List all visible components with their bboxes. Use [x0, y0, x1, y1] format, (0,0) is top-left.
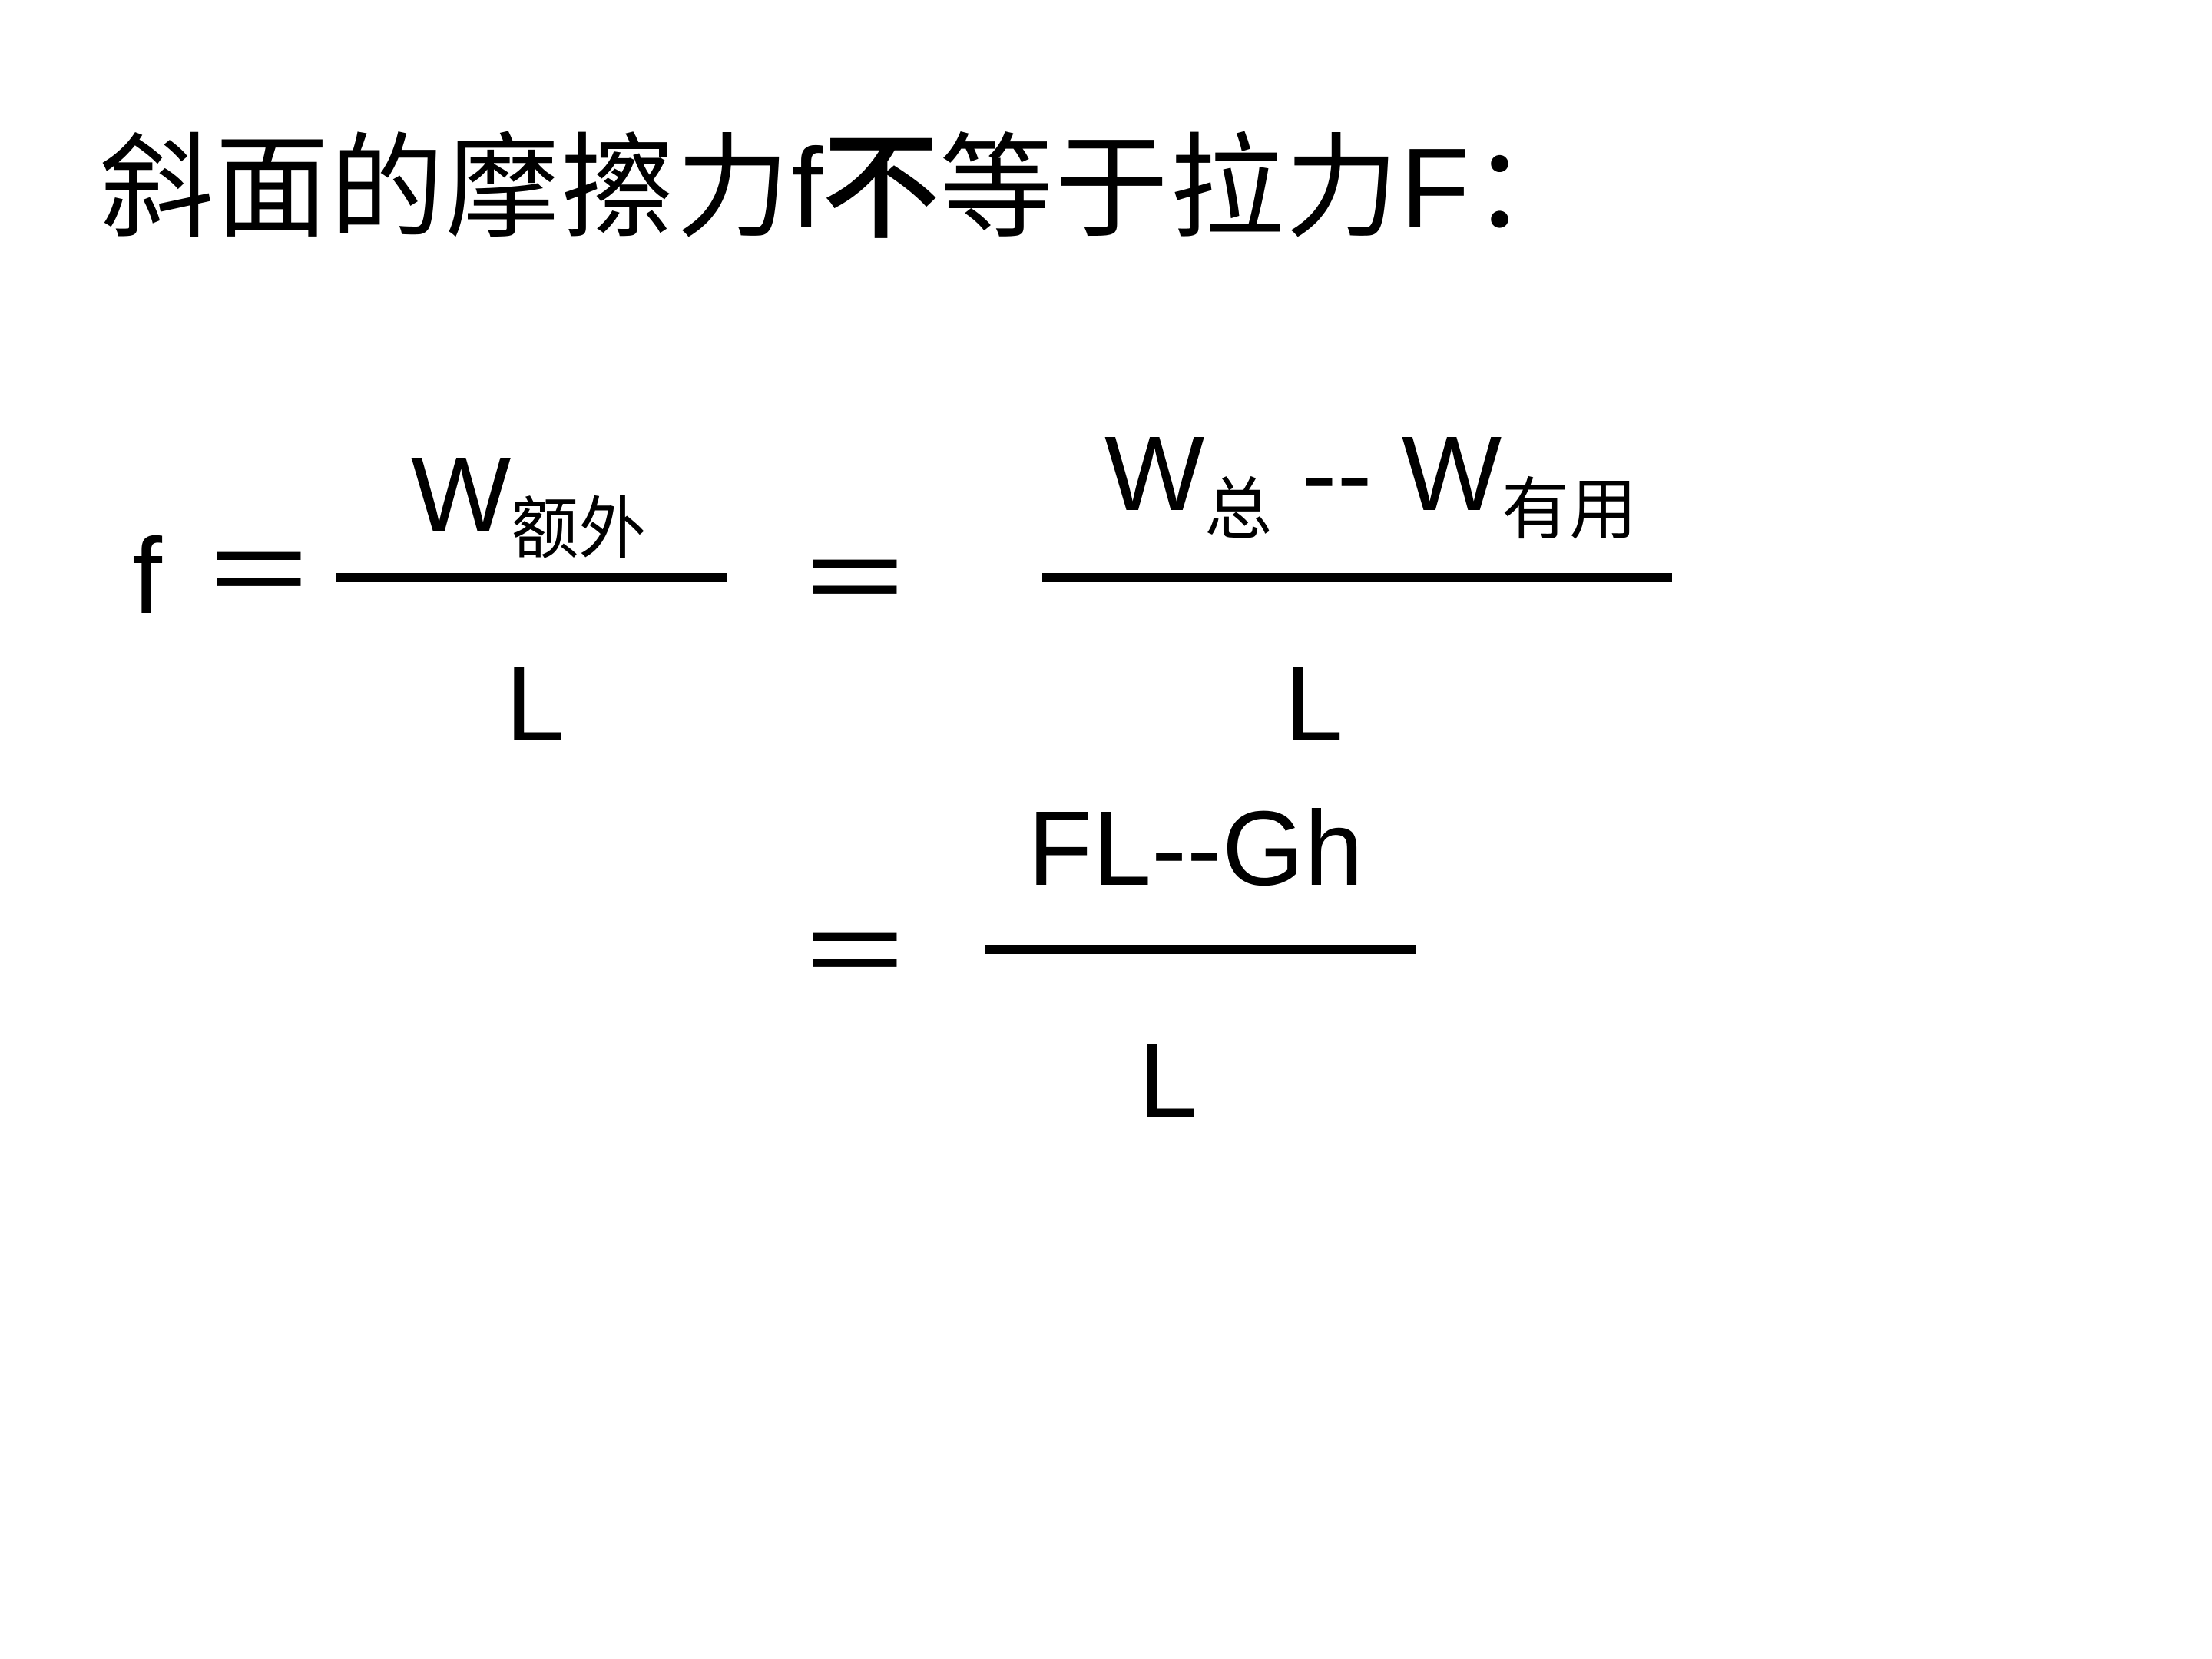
- title-part2: 等于拉力: [939, 122, 1401, 254]
- fraction1-numerator: W额外: [411, 442, 646, 563]
- fraction2-numerator: W总 -- W有用: [1104, 421, 1637, 544]
- fraction3-bar: [985, 945, 1416, 954]
- fraction1-num-subscript: 额外: [511, 489, 647, 568]
- fraction2-denominator: L: [1284, 645, 1343, 763]
- title-f: f: [791, 125, 825, 252]
- fraction2-num-subscript2: 有用: [1502, 470, 1637, 549]
- slide-title: 斜面的摩擦力f不等于拉力F：: [100, 131, 1587, 246]
- title-colon: ：: [1471, 122, 1587, 254]
- fraction2-minus: --: [1272, 415, 1402, 533]
- title-not: 不: [824, 121, 940, 254]
- fraction2-num-main1: W: [1104, 415, 1205, 533]
- fraction1-denominator: L: [505, 645, 565, 763]
- title-F: F: [1400, 125, 1472, 252]
- fraction2-num-subscript1: 总: [1204, 470, 1273, 549]
- title-part1: 斜面的摩擦力: [100, 122, 791, 254]
- equals-sign-2: ＝: [797, 515, 913, 648]
- fraction2-num-main2: W: [1401, 415, 1502, 533]
- fraction3-numerator: FL--Gh: [1028, 790, 1364, 908]
- equals-sign-3: ＝: [797, 888, 913, 1022]
- lhs-equals-sign: ＝: [201, 507, 317, 641]
- fraction2-bar: [1042, 573, 1672, 582]
- lhs-variable: f: [132, 515, 162, 636]
- fraction3-denominator: L: [1138, 1022, 1197, 1140]
- fraction1-num-main: W: [411, 435, 512, 554]
- fraction1-bar: [336, 573, 727, 582]
